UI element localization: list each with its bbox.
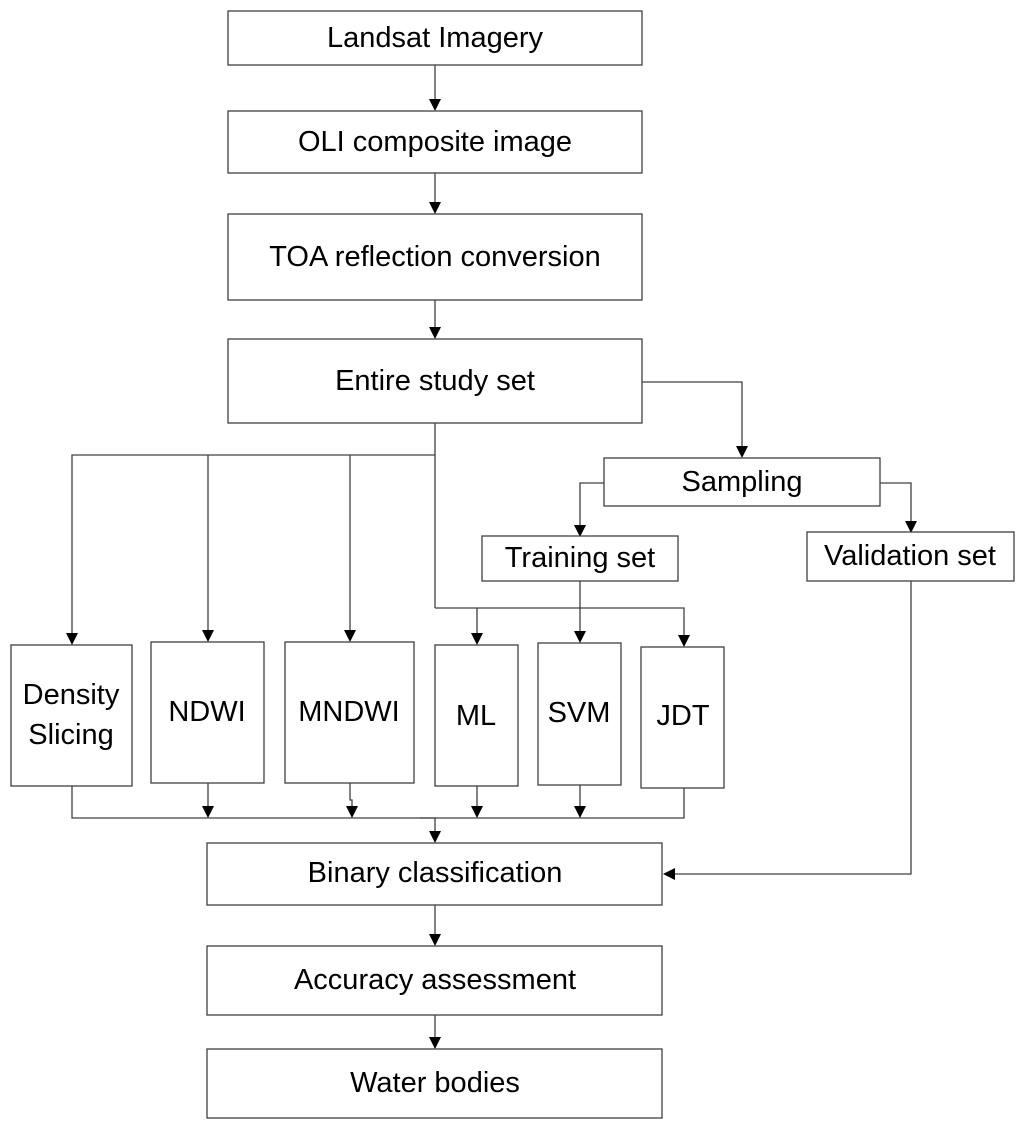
node-label: Sampling [682, 466, 803, 498]
node-ndwi: NDWI [150, 641, 265, 784]
node-label: Validation set [824, 540, 996, 572]
node-label: OLI composite image [298, 126, 572, 158]
arrow-head-icon [429, 327, 441, 339]
arrow-head-icon [429, 99, 441, 111]
arrow-head-icon [905, 521, 917, 533]
node-label: Slicing [28, 719, 113, 751]
node-density-slicing: Density Slicing [10, 644, 133, 787]
edge-entire-density [71, 454, 435, 634]
node-label: TOA reflection conversion [269, 241, 601, 273]
connectors [71, 65, 912, 1038]
arrow-head-icon [574, 806, 586, 818]
node-accuracy-assessment: Accuracy assessment [206, 945, 663, 1016]
arrow-head-icon [429, 202, 441, 214]
node-label: JDT [656, 700, 709, 732]
node-label: Training set [505, 542, 655, 574]
node-label: Entire study set [335, 365, 535, 397]
node-svm: SVM [537, 642, 622, 786]
arrow-head-icon [429, 934, 441, 946]
arrow-head-icon [429, 1037, 441, 1049]
node-label: SVM [548, 697, 611, 729]
arrow-head-icon [429, 831, 441, 843]
node-training-set: Training set [481, 535, 679, 582]
node-label: Binary classification [308, 857, 563, 889]
node-label: ML [456, 700, 496, 732]
node-toa-conversion: TOA reflection conversion [227, 213, 643, 301]
node-mndwi: MNDWI [284, 641, 415, 784]
edge-collector-binary [420, 817, 436, 832]
node-validation-set: Validation set [806, 531, 1015, 582]
node-label: NDWI [168, 696, 245, 728]
node-label: MNDWI [298, 696, 399, 728]
node-label: Water bodies [350, 1067, 520, 1099]
node-sampling: Sampling [603, 457, 881, 507]
edge-methods-collector [71, 786, 685, 819]
node-jdt: JDT [640, 646, 725, 789]
node-label: Accuracy assessment [294, 964, 576, 996]
arrow-head-icon [344, 630, 356, 642]
edge-sampling-validation [880, 482, 912, 522]
arrow-head-icon [574, 631, 586, 643]
arrow-head-icon [202, 630, 214, 642]
edge-entire-sampling [642, 381, 743, 447]
node-label: Landsat Imagery [327, 22, 544, 54]
node-entire-study-set: Entire study set [227, 338, 643, 424]
node-landsat-imagery: Landsat Imagery [227, 10, 643, 66]
arrow-head-icon [66, 633, 78, 645]
node-ml: ML [434, 644, 519, 787]
arrowheads [66, 99, 917, 1049]
edge-validation-binary [675, 581, 912, 875]
node-oli-composite: OLI composite image [227, 110, 643, 174]
arrow-head-icon [202, 806, 214, 818]
edge-entire-jdt [435, 607, 685, 636]
node-water-bodies: Water bodies [206, 1048, 663, 1119]
edge-mndwi-down [349, 783, 353, 807]
arrow-head-icon [574, 525, 586, 537]
arrow-head-icon [346, 806, 358, 818]
edge-sampling-training [579, 482, 604, 526]
node-binary-classification: Binary classification [206, 842, 663, 906]
node-label: Density [23, 679, 120, 711]
arrow-head-icon [471, 633, 483, 645]
arrow-head-icon [678, 635, 690, 647]
arrow-head-icon [663, 868, 675, 880]
arrow-head-icon [736, 446, 748, 458]
arrow-head-icon [471, 806, 483, 818]
